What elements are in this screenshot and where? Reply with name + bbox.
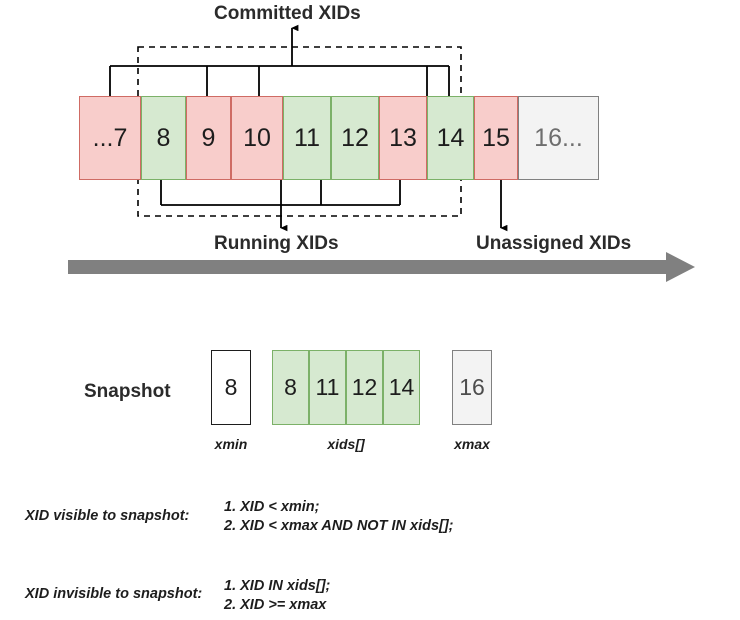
snapshot-xmax-box: 16 <box>452 350 492 425</box>
xid-cell: 9 <box>186 96 231 180</box>
caption-xmin: xmin <box>214 436 248 452</box>
rule-item: 1. XID IN xids[]; <box>224 578 331 594</box>
xid-cell: 11 <box>283 96 331 180</box>
snapshot-xmin-box: 8 <box>211 350 251 425</box>
xid-cell: 13 <box>379 96 427 180</box>
snapshot-xids-cell: 14 <box>383 350 420 425</box>
snapshot-xids-cell: 12 <box>346 350 383 425</box>
snapshot-xids-cell: 11 <box>309 350 346 425</box>
rule-visible-items: 1. XID < xmin; 2. XID < xmax AND NOT IN x… <box>224 499 454 537</box>
snapshot-xmin-value: 8 <box>211 350 251 425</box>
running-bracket <box>160 180 401 206</box>
caption-xmax: xmax <box>454 436 490 452</box>
snapshot-xmax-value: 16 <box>452 350 492 425</box>
xid-cell: ...7 <box>79 96 141 180</box>
rule-invisible-items: 1. XID IN xids[]; 2. XID >= xmax <box>224 578 330 616</box>
time-arrow <box>68 252 695 282</box>
xid-cell: 12 <box>331 96 379 180</box>
rule-invisible-term: XID invisible to snapshot: <box>25 586 203 602</box>
label-committed-xids: Committed XIDs <box>214 3 361 24</box>
label-running-xids: Running XIDs <box>214 233 339 254</box>
xid-cell: 10 <box>231 96 283 180</box>
snapshot-label: Snapshot <box>84 381 171 402</box>
snapshot-xids-cell: 8 <box>272 350 309 425</box>
rule-item: 2. XID < xmax AND NOT IN xids[]; <box>224 518 454 534</box>
label-unassigned-xids: Unassigned XIDs <box>476 233 632 254</box>
xid-cell: 16... <box>518 96 599 180</box>
rule-item: 1. XID < xmin; <box>224 499 320 515</box>
rule-visible-term: XID visible to snapshot: <box>25 508 190 524</box>
xid-cell: 14 <box>427 96 474 180</box>
rule-item: 2. XID >= xmax <box>224 597 327 613</box>
caption-xids: xids[] <box>327 436 365 452</box>
xid-cell: 15 <box>474 96 518 180</box>
committed-bracket <box>109 65 450 96</box>
xid-cell: 8 <box>141 96 186 180</box>
